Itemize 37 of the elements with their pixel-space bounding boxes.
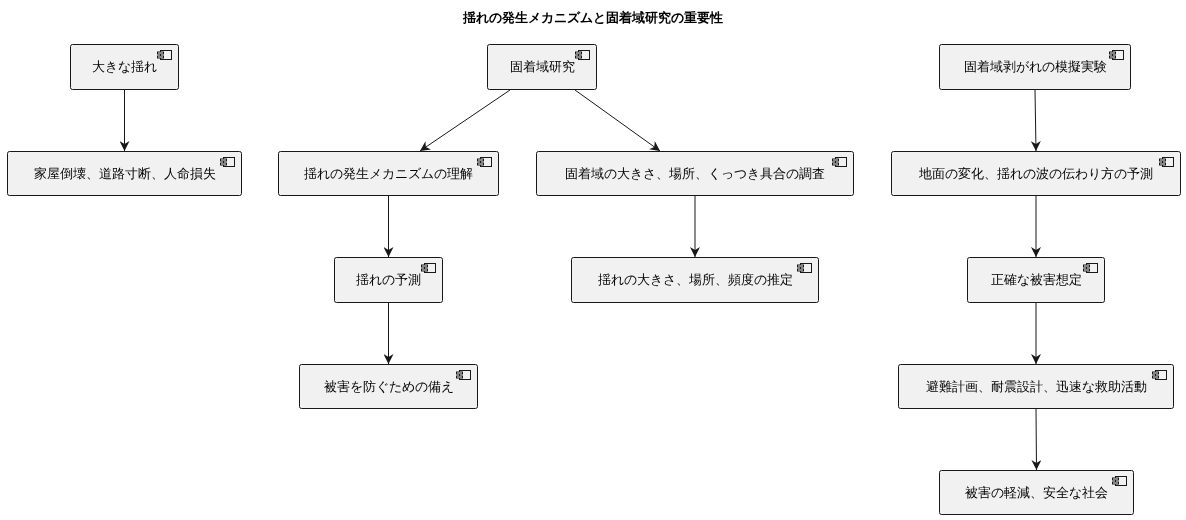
component-box: [7, 151, 242, 196]
component-box: [334, 257, 443, 303]
arrow: [383, 195, 394, 258]
arrow: [119, 89, 130, 152]
component-box: [571, 257, 819, 303]
node-label: 正確な被害想定: [990, 271, 1082, 289]
arrow: [1031, 408, 1042, 471]
node-label: 固着域研究: [509, 58, 575, 76]
arrow: [419, 89, 511, 152]
arrow: [574, 89, 661, 152]
component-box: [939, 44, 1131, 90]
node-label: 被害の軽減、安全な社会: [965, 483, 1108, 502]
arrow: [1031, 302, 1041, 365]
component-box: [70, 44, 179, 90]
node-label: 大きな揺れ: [92, 58, 157, 76]
arrow: [383, 302, 394, 365]
node-label: 家屋倒壊、道路寸断、人命損失: [33, 164, 216, 183]
node-label: 固着域剥がれの模擬実験: [963, 58, 1107, 76]
component-box: [891, 151, 1181, 196]
component-box: [939, 470, 1134, 515]
arrow: [1031, 195, 1041, 258]
component-box: [536, 151, 854, 196]
node-label: 揺れの発生メカニズムの理解: [304, 164, 473, 183]
component-box: [967, 257, 1105, 303]
arrow: [690, 195, 700, 258]
node-label: 被害を防ぐための備え: [323, 377, 454, 396]
node-label: 揺れの大きさ、場所、頻度の推定: [597, 271, 793, 289]
node-label: 揺れの予測: [356, 271, 421, 289]
node-label: 固着域の大きさ、場所、くっつき具合の調査: [565, 164, 825, 183]
component-box: [898, 364, 1174, 409]
component-box: [278, 151, 499, 196]
node-label: 地面の変化、揺れの波の伝わり方の予測: [919, 164, 1153, 183]
node-label: 避難計画、耐震設計、迅速な救助活動: [925, 377, 1147, 396]
arrow: [1030, 89, 1041, 152]
component-box: [487, 44, 597, 90]
diagram-title: 揺れの発生メカニズムと固着域研究の重要性: [462, 9, 724, 27]
component-box: [299, 364, 478, 409]
